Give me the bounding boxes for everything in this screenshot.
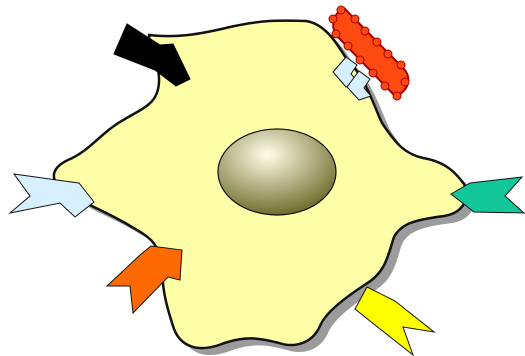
pathogen-bead-icon	[351, 15, 359, 23]
pathogen-bead-icon	[373, 38, 381, 46]
pathogen-bead-icon	[337, 6, 345, 14]
pathogen-bead-icon	[344, 42, 352, 50]
pathogen-bead-icon	[393, 92, 401, 100]
pathogen-bead-icon	[361, 27, 369, 35]
pathogen-bead-icon	[397, 61, 405, 69]
black-arrow-icon	[114, 24, 190, 86]
cell-nucleus	[218, 129, 336, 215]
pathogen-bead-icon	[332, 30, 340, 38]
pathogen-bead-icon	[356, 56, 364, 64]
pathogen-bead-icon	[369, 69, 377, 77]
pathogen-bead-icon	[384, 50, 392, 58]
pathogen-bead-icon	[401, 78, 409, 86]
pathogen-bead-icon	[329, 15, 337, 23]
pathogen-bead-icon	[381, 82, 389, 90]
yellow-arrow-icon	[355, 287, 434, 355]
